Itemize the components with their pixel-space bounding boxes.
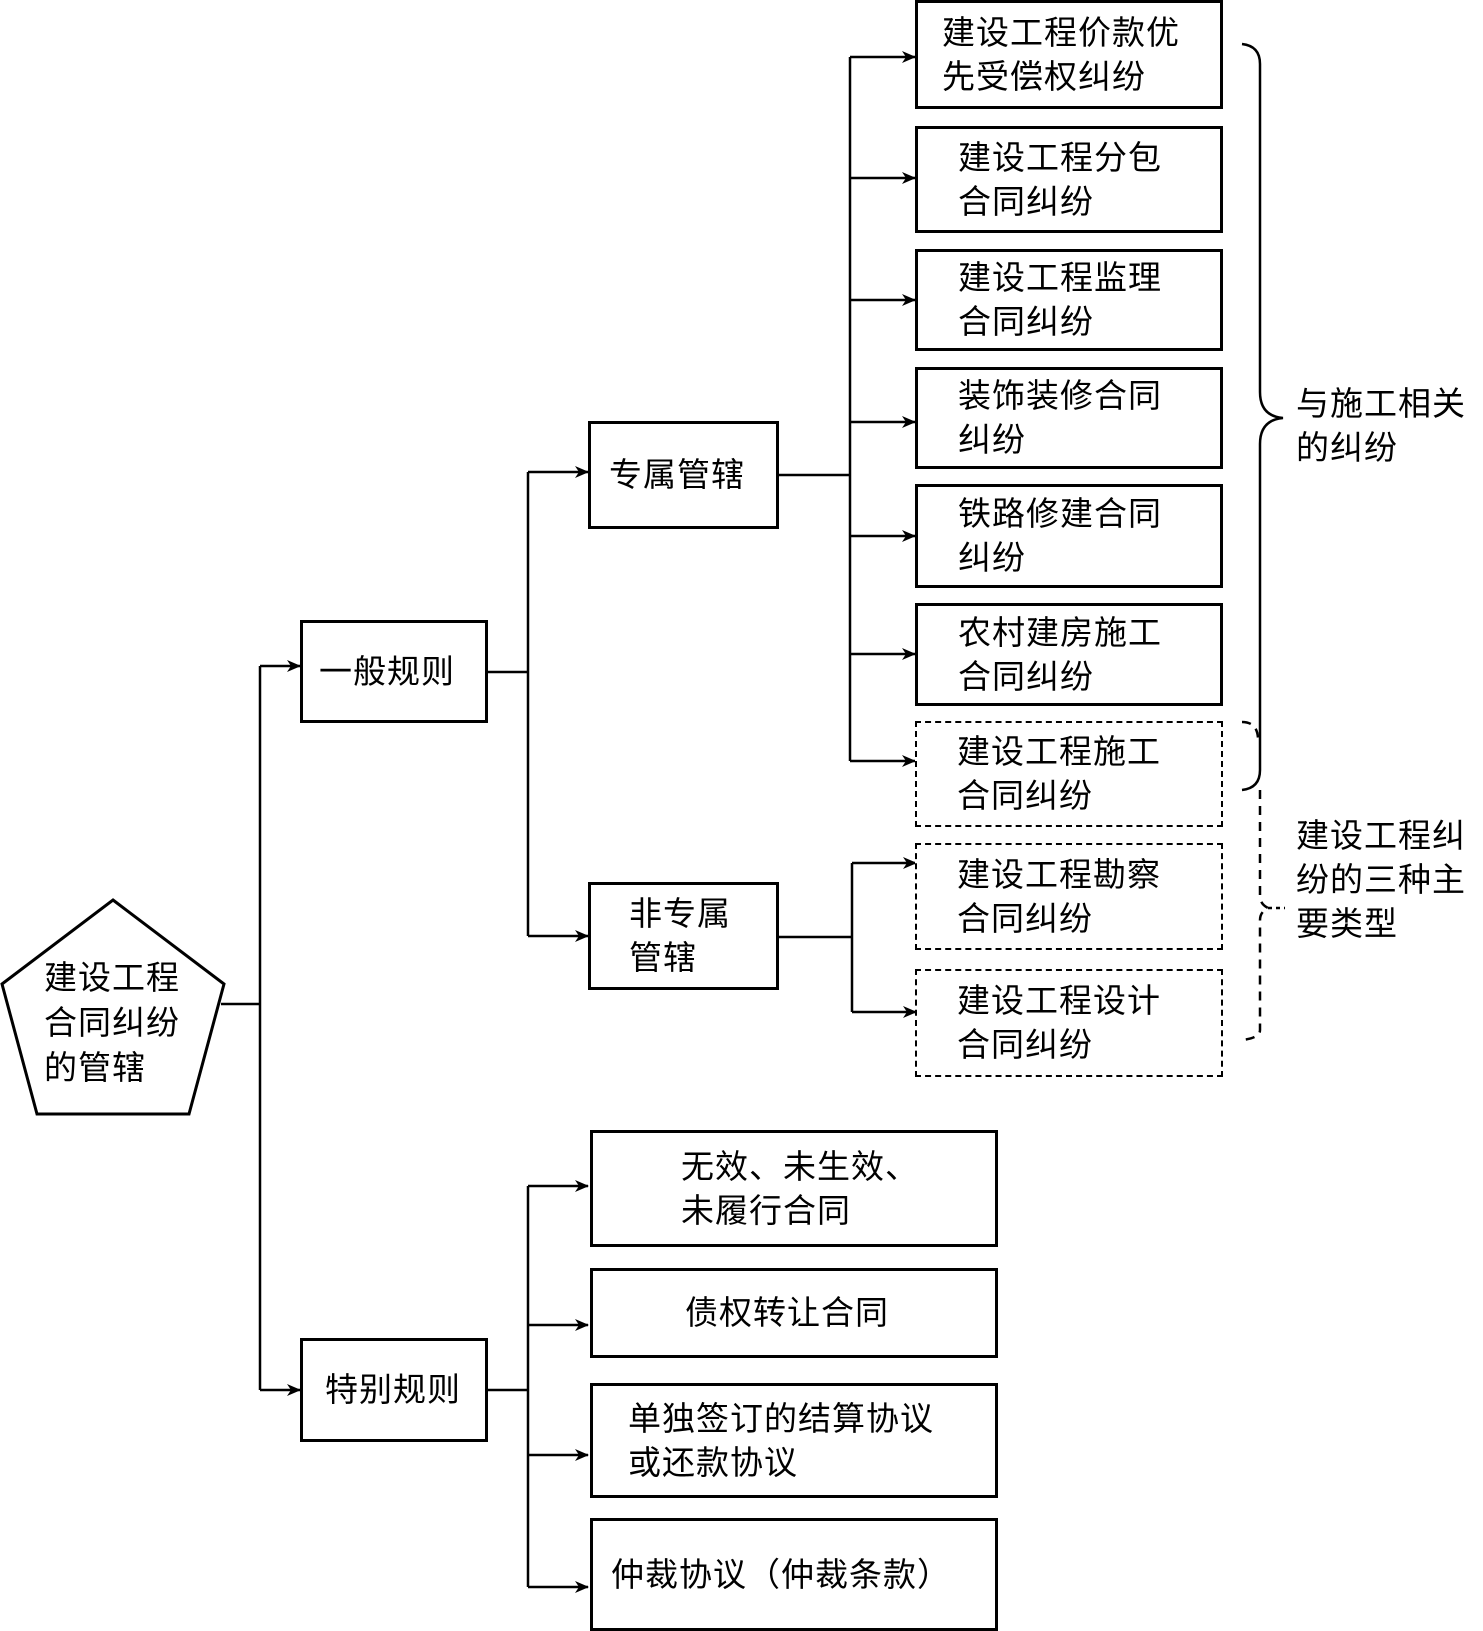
exclusive-item: 建设工程分包 合同纠纷 [915, 126, 1223, 233]
non-exclusive-item: 建设工程设计 合同纠纷 [915, 969, 1223, 1077]
exclusive-jurisdiction-box: 专属管辖 [588, 421, 779, 529]
exclusive-item-construction: 建设工程施工 合同纠纷 [915, 721, 1223, 827]
special-item-label: 单独签订的结算协议 或还款协议 [628, 1398, 934, 1482]
non-exclusive-item: 建设工程勘察 合同纠纷 [915, 843, 1223, 950]
exclusive-jurisdiction-label: 专属管辖 [609, 455, 745, 494]
root-node-label: 建设工程 合同纠纷 的管辖 [44, 958, 180, 1087]
special-item: 债权转让合同 [590, 1268, 998, 1358]
exclusive-item-label: 建设工程分包 合同纠纷 [958, 137, 1162, 221]
exclusive-item: 农村建房施工 合同纠纷 [915, 603, 1223, 706]
special-item: 单独签订的结算协议 或还款协议 [590, 1383, 998, 1498]
special-item: 仲裁协议（仲裁条款） [590, 1518, 998, 1631]
exclusive-item-label: 装饰装修合同 纠纷 [958, 376, 1162, 459]
non-exclusive-item-label: 建设工程设计 合同纠纷 [957, 981, 1161, 1064]
non-exclusive-jurisdiction-label: 非专属 管辖 [629, 894, 731, 977]
exclusive-item: 装饰装修合同 纠纷 [915, 367, 1223, 469]
exclusive-item: 建设工程监理 合同纠纷 [915, 249, 1223, 351]
special-rules-label: 特别规则 [325, 1370, 461, 1409]
exclusive-item-label: 农村建房施工 合同纠纷 [958, 612, 1162, 696]
exclusive-item: 建设工程价款优 先受偿权纠纷 [915, 0, 1223, 109]
general-rules-box: 一般规则 [300, 620, 488, 723]
construction-related-annotation: 与施工相关 的纠纷 [1296, 384, 1466, 467]
construction-brace [1241, 42, 1284, 792]
three-types-brace [1241, 720, 1271, 1042]
exclusive-item-label: 铁路修建合同 纠纷 [958, 494, 1162, 577]
special-rules-box: 特别规则 [300, 1338, 488, 1442]
general-rules-label: 一般规则 [319, 651, 455, 691]
exclusive-item-label: 建设工程监理 合同纠纷 [958, 258, 1162, 341]
special-item-label: 无效、未生效、 未履行合同 [681, 1146, 919, 1230]
special-item: 无效、未生效、 未履行合同 [590, 1130, 998, 1247]
three-main-types-annotation: 建设工程纠 纷的三种主 要类型 [1296, 816, 1466, 943]
non-exclusive-jurisdiction-box: 非专属 管辖 [588, 882, 779, 990]
root-pentagon-shape [0, 898, 226, 1116]
exclusive-item-label: 建设工程价款优 先受偿权纠纷 [942, 12, 1180, 96]
non-exclusive-item-label: 建设工程勘察 合同纠纷 [957, 854, 1161, 938]
exclusive-item: 铁路修建合同 纠纷 [915, 484, 1223, 588]
exclusive-item-label: 建设工程施工 合同纠纷 [957, 732, 1161, 815]
special-item-label: 债权转让合同 [685, 1293, 889, 1332]
special-item-label: 仲裁协议（仲裁条款） [611, 1554, 951, 1594]
